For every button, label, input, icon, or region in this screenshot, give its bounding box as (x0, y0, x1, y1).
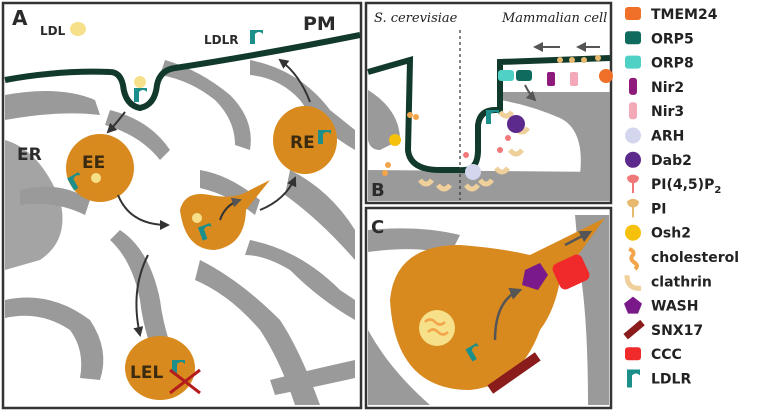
re-label: RE (290, 133, 315, 153)
legend-swatch-osh2 (625, 224, 641, 241)
b-title-mammal: Mammalian cell (501, 11, 607, 26)
legend-label: LDLR (651, 372, 691, 388)
legend-label: Osh2 (651, 226, 691, 242)
ldl-free (70, 22, 86, 36)
legend-swatch-cholesterol (628, 247, 639, 271)
ldlr-label: LDLR (204, 33, 239, 47)
b-pip2-lipids (463, 135, 511, 158)
b-dab2 (507, 115, 525, 133)
b-nir2 (547, 72, 555, 86)
panel-c: C (364, 206, 613, 410)
legend-swatch-nir3 (629, 102, 637, 120)
legend-swatch-ccc (625, 347, 641, 361)
ee-label: EE (82, 153, 105, 173)
legend-label: ORP5 (651, 31, 694, 47)
legend-label: Nir2 (651, 80, 684, 96)
legend-label: CCC (651, 347, 682, 363)
b-er-right (500, 92, 610, 175)
legend-label: PI (651, 201, 666, 217)
c-endosome (390, 218, 605, 390)
panel-a-letter: A (12, 6, 28, 30)
lel-label: LEL (130, 363, 163, 383)
b-membrane-yeast (367, 55, 460, 173)
b-orp8 (498, 70, 514, 81)
legend-swatch-orp5 (625, 31, 641, 45)
legend-swatch-ldlr (627, 369, 640, 388)
legend-swatch-pi-4-5-p (627, 174, 639, 194)
legend-swatch-nir2 (629, 77, 637, 95)
b-orp5 (516, 70, 532, 81)
legend-swatch-dab2 (625, 151, 641, 168)
b-nir3 (570, 72, 578, 86)
legend-swatch-tmem24 (625, 7, 641, 20)
legend-label: cholesterol (651, 250, 739, 266)
legend-label: clathrin (651, 274, 712, 290)
c-snx17 (487, 352, 541, 394)
panel-b: S. cerevisiae Mammalian cell B (364, 1, 613, 205)
ldl-in-tubulating (192, 213, 202, 223)
b-transfer-arrows (524, 42, 600, 102)
legend-label: TMEM24 (651, 7, 718, 23)
panel-c-letter: C (371, 217, 384, 238)
early-endosome (66, 134, 134, 202)
c-wash (522, 263, 548, 290)
ldl-particle (134, 76, 146, 88)
legend-label: Nir3 (651, 104, 684, 120)
legend-label: ORP8 (651, 56, 694, 72)
c-arrows (493, 230, 593, 341)
b-pi-lipids (557, 55, 601, 63)
legend-label: Dab2 (651, 153, 692, 169)
trafficking-arrows (106, 58, 311, 337)
legend-swatch-clathrin (624, 275, 642, 291)
legend-label: PI(4,5)P2 (651, 177, 721, 196)
legend-label: SNX17 (651, 323, 703, 339)
er-label: ER (17, 145, 42, 165)
c-er-bottom (368, 330, 430, 405)
ldl-label: LDL (40, 24, 66, 38)
legend-swatch-orp8 (625, 55, 641, 69)
late-endosome-lysosome (125, 336, 195, 400)
legend-swatch-arh (625, 127, 641, 144)
legend-swatch-snx17 (623, 319, 645, 340)
b-title-yeast: S. cerevisiae (374, 11, 458, 26)
plasma-membrane (4, 32, 361, 112)
b-clathrin-coat (418, 110, 530, 192)
c-ccc (552, 254, 590, 290)
b-tmem24 (599, 69, 613, 83)
panel-b-letter: B (371, 180, 385, 201)
legend-label: ARH (651, 129, 684, 145)
panel-a: LDL LDLR PM A ER EE RE LEL (1, 1, 363, 410)
pm-label: PM (303, 13, 336, 35)
legend-label: WASH (651, 299, 698, 315)
legend-swatch-pi (627, 198, 639, 218)
degradation-cross-icon (169, 368, 201, 395)
b-arh (465, 164, 481, 180)
b-cholesterol (382, 112, 419, 176)
ldl-in-ee (91, 173, 101, 183)
c-cholesterol (424, 318, 449, 336)
legend-swatch-wash (624, 296, 642, 314)
recycling-endosome (273, 106, 337, 174)
c-ldl (419, 310, 455, 346)
b-osh2 (389, 134, 401, 146)
